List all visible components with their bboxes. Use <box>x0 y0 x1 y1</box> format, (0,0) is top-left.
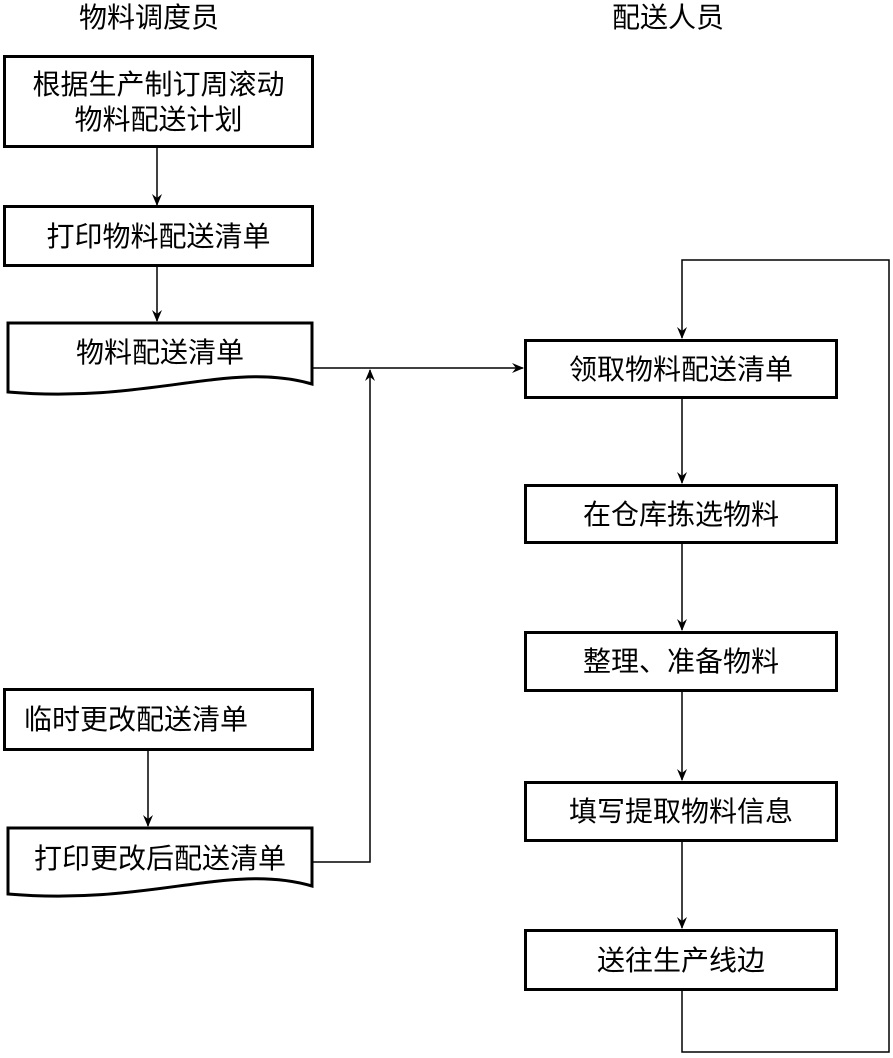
document-shape-1 <box>6 321 314 396</box>
lane-heading-delivery-staff: 配送人员 <box>612 1 725 34</box>
step-sort-prepare-materials: 整理、准备物料 <box>524 631 838 692</box>
step-temporary-change-list: 临时更改配送清单 <box>3 688 314 751</box>
arrow-loop-back <box>677 259 890 1053</box>
doc-delivery-list-label: 物料配送清单 <box>75 336 244 369</box>
step-pick-in-warehouse: 在仓库拣选物料 <box>524 484 838 544</box>
step-print-delivery-list: 打印物料配送清单 <box>3 205 314 267</box>
step-fill-pickup-info: 填写提取物料信息 <box>524 781 838 842</box>
document-shape-2 <box>6 826 314 898</box>
arrow-changed-list-up <box>312 369 375 863</box>
step-make-weekly-plan-line2: 物料配送计划 <box>74 102 243 136</box>
lane-heading-dispatcher: 物料调度员 <box>79 1 220 34</box>
step-make-weekly-plan: 根据生产制订周滚动 物料配送计划 <box>3 55 314 148</box>
step-deliver-to-line-side: 送往生产线边 <box>524 929 838 991</box>
doc-print-changed-list-label: 打印更改后配送清单 <box>33 842 286 875</box>
step-receive-delivery-list: 领取物料配送清单 <box>524 339 838 399</box>
step-make-weekly-plan-line1: 根据生产制订周滚动 <box>32 67 285 101</box>
